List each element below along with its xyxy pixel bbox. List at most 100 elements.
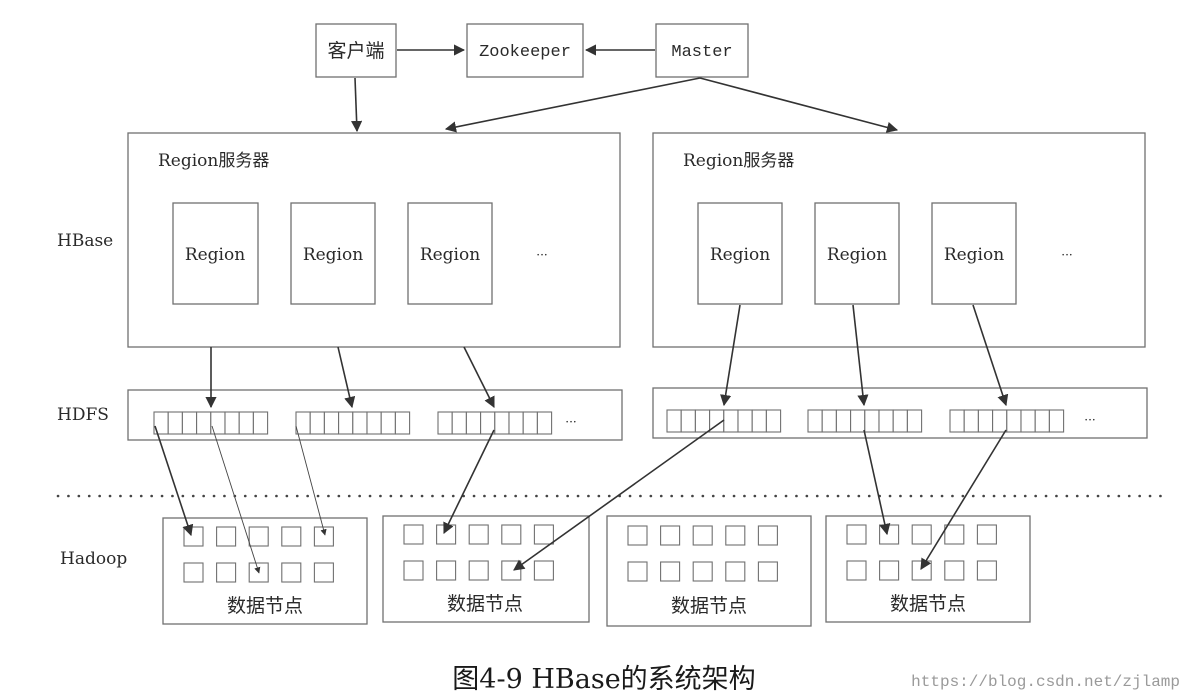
data-node-label: 数据节点 xyxy=(227,595,303,617)
hdfs-block-cell xyxy=(906,409,923,433)
more-regions-ellipsis: ··· xyxy=(1061,248,1072,262)
data-node-block xyxy=(281,526,302,547)
data-node-block xyxy=(846,524,867,545)
hbase-layer-label: HBase xyxy=(57,231,113,251)
hdfs-block-cell xyxy=(522,411,538,435)
region-label: Region xyxy=(827,245,887,265)
hdfs-block-cell xyxy=(465,411,482,435)
data-node-block xyxy=(944,560,965,581)
data-node-block xyxy=(281,562,302,583)
data-node-block xyxy=(692,561,713,582)
region-server-title: Region服务器 xyxy=(158,151,269,171)
more-blocks-ellipsis: ··· xyxy=(565,415,576,429)
data-node-block xyxy=(944,524,965,545)
hdfs-block-cell xyxy=(807,409,823,433)
hdfs-block-cell xyxy=(309,411,325,435)
region-label: Region xyxy=(710,245,770,265)
data-node-block xyxy=(248,526,269,547)
hdfs-block-cell xyxy=(737,409,753,433)
hdfs-block-cell xyxy=(992,409,1008,433)
region-label: Region xyxy=(944,245,1004,265)
hdfs-block-cell xyxy=(723,409,739,433)
master-box xyxy=(655,23,749,78)
data-node-block xyxy=(692,525,713,546)
hdfs-block-strips xyxy=(153,409,1065,435)
data-node-block xyxy=(436,560,457,581)
client-box xyxy=(315,23,397,78)
data-node-block xyxy=(911,524,932,545)
data-node-block xyxy=(313,562,334,583)
region-box xyxy=(697,202,783,305)
hdfs-block-cell xyxy=(295,411,311,435)
data-node-block xyxy=(313,526,334,547)
hdfs-block-cell xyxy=(252,411,269,435)
hdfs-block-cell xyxy=(196,411,212,435)
region-box xyxy=(290,202,376,305)
hdfs-layer-label: HDFS xyxy=(57,405,109,425)
hdfs-block-cell xyxy=(210,411,226,435)
hdfs-block-cell xyxy=(850,409,866,433)
hdfs-block-cell xyxy=(451,411,467,435)
hdfs-to-datanode-arrow xyxy=(863,429,891,536)
region-box xyxy=(407,202,493,305)
data-node-label: 数据节点 xyxy=(447,593,523,615)
hdfs-block-cell xyxy=(1048,409,1065,433)
figure-caption: 图4-9 HBase的系统架构 xyxy=(452,664,755,695)
hdfs-block-cell xyxy=(366,411,382,435)
client-label: 客户端 xyxy=(327,40,384,62)
data-node-block xyxy=(976,560,997,581)
hdfs-block-cell xyxy=(1006,409,1022,433)
data-node-block xyxy=(879,524,900,545)
data-node-block xyxy=(468,524,489,545)
data-node-block xyxy=(183,562,204,583)
region-to-hdfs-arrow xyxy=(972,304,1009,407)
hdfs-block-cell xyxy=(480,411,496,435)
hdfs-block-cell xyxy=(835,409,852,433)
data-node-label: 数据节点 xyxy=(890,593,966,615)
hdfs-block-cell xyxy=(892,409,908,433)
data-node-block xyxy=(216,562,237,583)
data-node-block xyxy=(216,526,237,547)
hdfs-block-cell xyxy=(751,409,767,433)
hdfs-block-cell xyxy=(878,409,894,433)
hdfs-block-cell xyxy=(238,411,254,435)
zookeeper-box xyxy=(466,23,584,78)
hdfs-block-cell xyxy=(494,411,510,435)
data-node-block xyxy=(501,560,522,581)
data-node-block xyxy=(660,561,681,582)
more-regions-ellipsis: ··· xyxy=(536,248,547,262)
hdfs-block-cell xyxy=(765,409,782,433)
data-node-block xyxy=(879,560,900,581)
hdfs-block-cell xyxy=(949,409,965,433)
hdfs-block-cell xyxy=(694,409,711,433)
hadoop-layer-label: Hadoop xyxy=(60,549,127,569)
data-node-block xyxy=(725,561,746,582)
data-node-block xyxy=(911,560,932,581)
zookeeper-label: Zookeeper xyxy=(479,43,571,62)
data-node-block xyxy=(976,524,997,545)
client-to-region-server-arrow xyxy=(351,77,363,133)
hdfs-block-cell xyxy=(864,409,880,433)
hdfs-block-cell xyxy=(167,411,183,435)
region-to-hdfs-arrow xyxy=(720,304,741,407)
data-node-block xyxy=(846,560,867,581)
region-to-hdfs-arrow xyxy=(852,304,869,407)
hdfs-to-datanode-arrow xyxy=(211,425,261,574)
more-blocks-ellipsis: ··· xyxy=(1084,413,1095,427)
hdfs-block-cell xyxy=(181,411,198,435)
data-node-block xyxy=(468,560,489,581)
hdfs-block-cell xyxy=(224,411,240,435)
data-node-block xyxy=(660,525,681,546)
data-node-block xyxy=(183,526,204,547)
data-node-block xyxy=(757,561,778,582)
hdfs-to-datanode-arrow xyxy=(443,429,495,535)
connector-arrows xyxy=(154,44,1009,574)
data-node-block xyxy=(533,560,554,581)
region-box xyxy=(172,202,259,305)
data-node-block xyxy=(757,525,778,546)
hdfs-block-cell xyxy=(437,411,453,435)
data-node-block xyxy=(403,560,424,581)
region-label: Region xyxy=(185,245,245,265)
hdfs-block-cell xyxy=(508,411,524,435)
